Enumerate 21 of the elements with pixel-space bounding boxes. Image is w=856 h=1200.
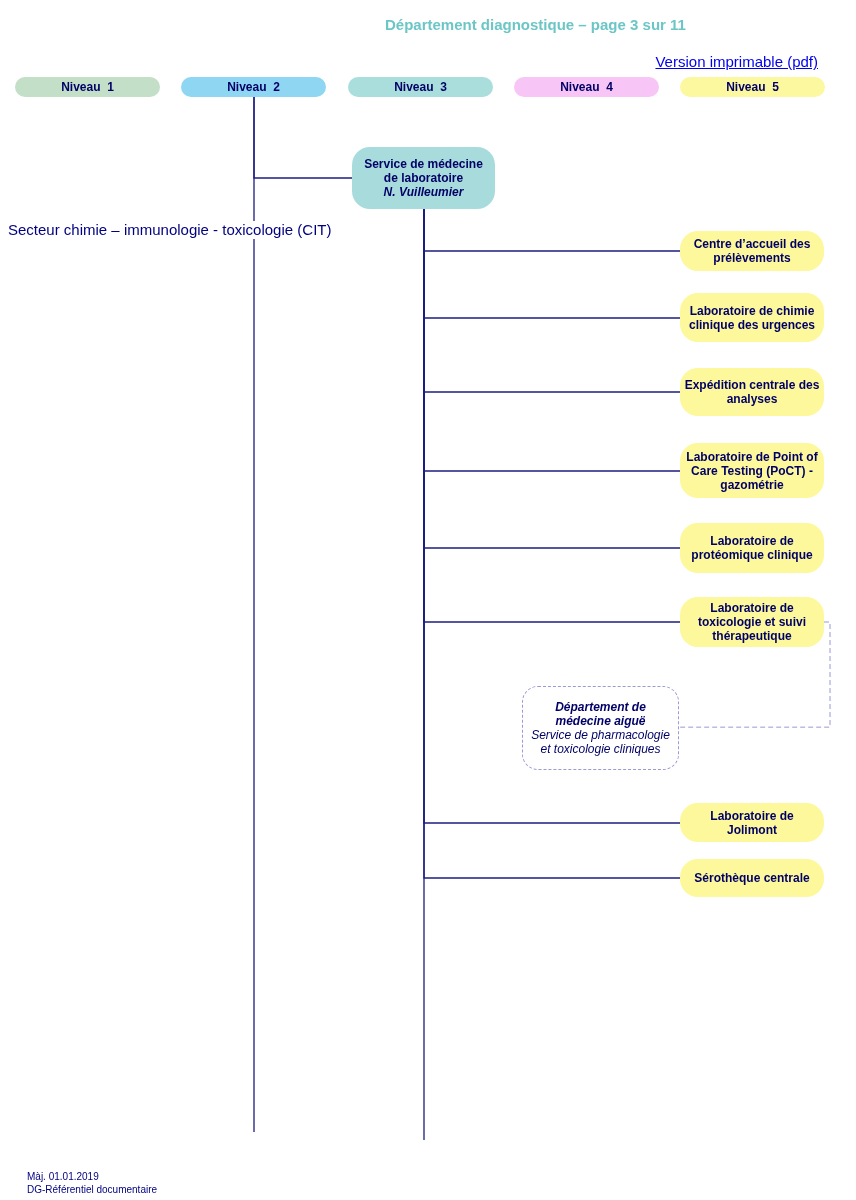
level-header-pill: Niveau 1	[15, 77, 160, 97]
unit-box: Laboratoire de protéomique clinique	[680, 523, 824, 573]
page-title: Département diagnostique – page 3 sur 11	[385, 15, 686, 35]
unit-box: Expédition centrale des analyses	[680, 368, 824, 416]
unit-box: Sérothèque centrale	[680, 859, 824, 897]
level-header-pill: Niveau 5	[680, 77, 825, 97]
printable-version-link: Version imprimable (pdf)	[655, 52, 818, 72]
level-header-pill: Niveau 2	[181, 77, 326, 97]
unit-box: Laboratoire de Point of Care Testing (PoCT) - gazométrie	[680, 443, 824, 498]
level-header-pill: Niveau 4	[514, 77, 659, 97]
level-header-pill: Niveau 3	[348, 77, 493, 97]
footer-note: DG-Référentiel documentaire	[27, 1183, 158, 1197]
service-box: Service de médecine de laboratoire N. Vuilleumier	[352, 147, 495, 209]
external-service-box: Département de médecine aiguë Service de pharmacologie et toxicologie cliniques	[522, 686, 679, 770]
unit-box: Laboratoire de chimie clinique des urgences	[680, 293, 824, 342]
update-date: Màj. 01.01.2019	[27, 1170, 99, 1184]
unit-box: Centre d’accueil des prélèvements	[680, 231, 824, 271]
dashed-connector	[678, 621, 831, 728]
unit-box: Laboratoire de Jolimont	[680, 803, 824, 842]
unit-box: Laboratoire de toxicologie et suivi thérapeutique	[680, 597, 824, 647]
connector-line	[253, 96, 353, 179]
